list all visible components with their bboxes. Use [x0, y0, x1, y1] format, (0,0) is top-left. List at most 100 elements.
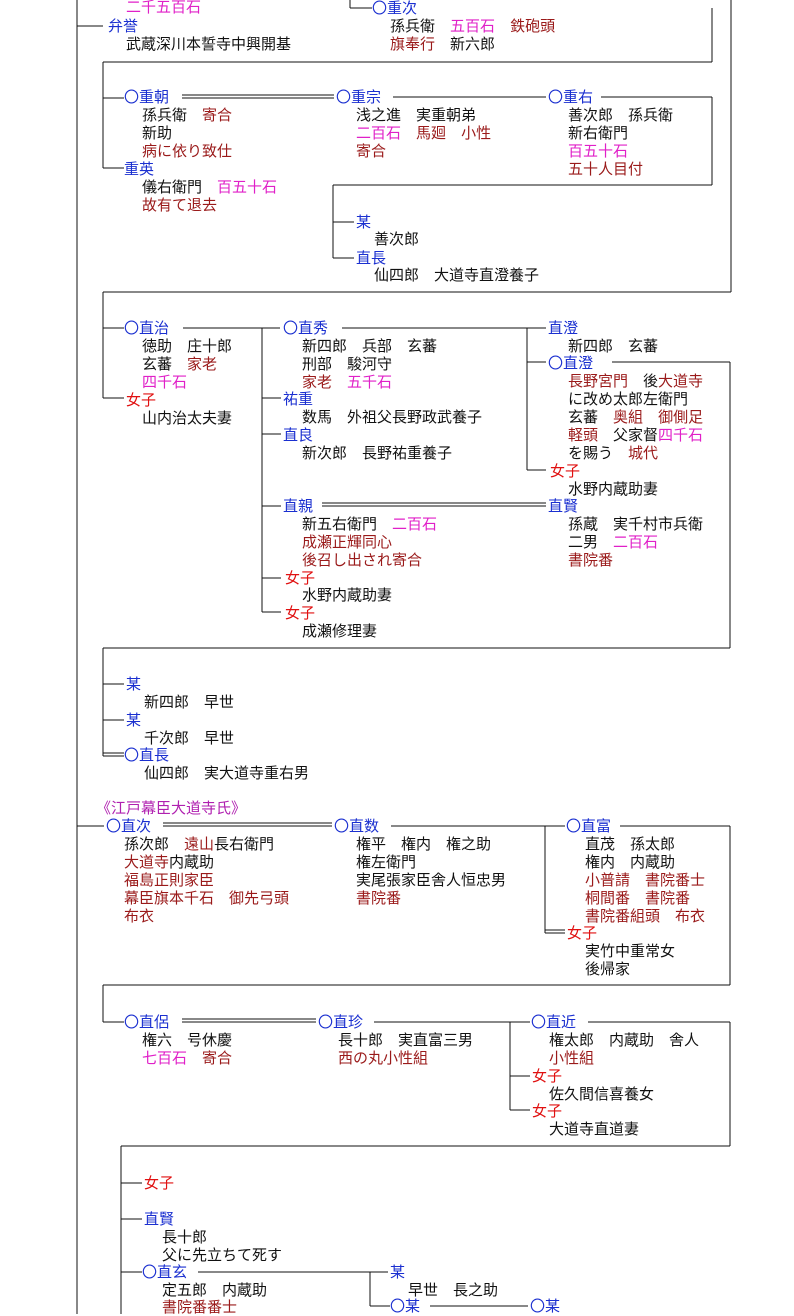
person-note: 書院番	[568, 551, 614, 569]
person-naokata[interactable]: 直賢	[548, 497, 579, 515]
person-naoyoshi[interactable]: 〇直珍	[318, 1013, 364, 1031]
person-note: 権平 権内 権之助	[356, 835, 492, 853]
person-note: 後帰家	[585, 960, 631, 978]
person-note: 権内 内蔵助	[585, 853, 676, 871]
person-joshi[interactable]: 女子	[144, 1174, 175, 1192]
person-note: 新四郎 兵部 玄蕃	[302, 337, 438, 355]
person-note: 四千石	[142, 373, 188, 391]
person-naoharu[interactable]: 〇直治	[124, 319, 170, 337]
person-joshi[interactable]: 女子	[532, 1067, 563, 1085]
person-note: 後召し出され寄合	[302, 551, 423, 569]
person-naoharu[interactable]: 〇直玄	[142, 1263, 188, 1281]
person-note: 桐間番 書院番	[585, 889, 691, 907]
person-naonaga[interactable]: 直長	[356, 249, 387, 267]
person-joshi[interactable]: 女子	[550, 462, 581, 480]
person-note: 儀右衛門 百五十石	[142, 178, 278, 196]
person-shigetomo[interactable]: 〇重朝	[124, 88, 170, 106]
person-note: 長野宮門 後大道寺	[568, 372, 704, 390]
person-joshi[interactable]: 女子	[567, 924, 598, 942]
person-naozumi-main[interactable]: 〇直澄	[548, 354, 594, 372]
person-note: 長十郎	[162, 1228, 208, 1246]
person-note: 成瀬正輝同心	[302, 533, 393, 551]
rank-label: 二千五百石	[126, 0, 202, 16]
person-joshi[interactable]: 女子	[532, 1102, 563, 1120]
person-benyo[interactable]: 弁誉	[108, 17, 139, 35]
person-note: 孫兵衛 寄合	[142, 106, 233, 124]
person-naozumi[interactable]: 直澄	[548, 319, 579, 337]
person-note: 新四郎 玄蕃	[568, 337, 659, 355]
person-note: 新次郎 長野祐重養子	[302, 444, 453, 462]
person-naochika[interactable]: 直親	[283, 497, 314, 515]
person-note: 水野内蔵助妻	[302, 586, 393, 604]
person-note: 書院番組頭 布衣	[585, 907, 706, 925]
person-shigesuke[interactable]: 〇重右	[548, 88, 594, 106]
person-note: 玄蕃 家老	[142, 355, 218, 373]
person-note: 二百石 馬廻 小性	[356, 124, 492, 142]
person-note: 武蔵深川本誓寺中興開基	[126, 35, 292, 53]
person-note: 大道寺内蔵助	[124, 853, 215, 871]
person-note: 千次郎 早世	[144, 729, 235, 747]
person-bou[interactable]: 某	[126, 675, 142, 693]
person-note: 孫次郎 遠山長右衛門	[124, 835, 275, 853]
person-shigemune[interactable]: 〇重宗	[336, 88, 382, 106]
person-note: 権六 号休慶	[142, 1031, 233, 1049]
person-joshi[interactable]: 女子	[126, 391, 157, 409]
person-note: 数馬 外祖父長野政武養子	[302, 408, 483, 426]
section-title: 《江戸幕臣大道寺氏》	[96, 799, 247, 817]
person-note: 軽頭 父家督四千石	[568, 426, 704, 444]
person-naokazu[interactable]: 〇直数	[334, 817, 380, 835]
person-bou[interactable]: 〇某	[530, 1297, 561, 1315]
person-note: 故有て退去	[142, 196, 218, 214]
person-yushige[interactable]: 祐重	[283, 390, 314, 408]
person-note: 玄蕃 奥組 御側足	[568, 408, 704, 426]
person-note: 寄合	[356, 142, 387, 160]
person-joshi[interactable]: 女子	[285, 569, 316, 587]
person-note: 百五十石	[568, 142, 629, 160]
person-note: 実竹中重常女	[585, 942, 676, 960]
person-note: 七百石 寄合	[142, 1049, 233, 1067]
person-naohide[interactable]: 〇直秀	[283, 319, 329, 337]
person-note: 家老 五千石	[302, 373, 393, 391]
person-bou[interactable]: 某	[126, 711, 142, 729]
person-naokata[interactable]: 直賢	[144, 1210, 175, 1228]
person-bou[interactable]: 某	[356, 213, 372, 231]
person-note: 仙四郎 実大道寺重右男	[144, 764, 310, 782]
person-note: 新五右衛門 二百石	[302, 515, 438, 533]
person-naosuke[interactable]: 〇直侶	[124, 1013, 170, 1031]
person-note: 書院番番士	[162, 1298, 238, 1316]
person-shigetsugu[interactable]: 〇重次	[372, 0, 418, 17]
person-note: 父に先立ちて死す	[162, 1246, 283, 1264]
person-note: 権太郎 内蔵助 舎人	[549, 1031, 700, 1049]
person-naoyoshi[interactable]: 直良	[283, 426, 314, 444]
person-bou[interactable]: 某	[390, 1263, 406, 1281]
person-note: を賜う 城代	[568, 444, 659, 462]
person-note: 山内治太夫妻	[142, 409, 233, 427]
person-note: 大道寺直道妻	[549, 1120, 640, 1138]
person-note: 実尾張家臣舎人恒忠男	[356, 871, 507, 889]
person-note: 善次郎	[374, 230, 420, 248]
person-naonaga[interactable]: 〇直長	[124, 746, 170, 764]
person-note: 新右衛門	[568, 124, 629, 142]
person-note: 新四郎 早世	[144, 693, 235, 711]
person-bou[interactable]: 〇某	[390, 1297, 421, 1315]
person-naotsugu[interactable]: 〇直次	[106, 817, 152, 835]
person-joshi[interactable]: 女子	[285, 604, 316, 622]
person-note: 定五郎 内蔵助	[162, 1281, 268, 1299]
person-naochika[interactable]: 〇直近	[531, 1013, 577, 1031]
person-note: 刑部 駿河守	[302, 355, 393, 373]
person-note: 成瀬修理妻	[302, 622, 378, 640]
person-note: 佐久間信喜養女	[549, 1085, 655, 1103]
person-note: 五十人目付	[568, 160, 644, 178]
person-note: 直茂 孫太郎	[585, 835, 676, 853]
person-note: 孫兵衛 五百石 鉄砲頭	[390, 17, 556, 35]
person-note: 書院番	[356, 889, 402, 907]
person-note: 病に依り致仕	[142, 142, 233, 160]
person-note: 早世 長之助	[408, 1281, 499, 1299]
person-naotomi[interactable]: 〇直富	[566, 817, 612, 835]
person-shigehide[interactable]: 重英	[124, 160, 155, 178]
person-note: 孫蔵 実千村市兵衛	[568, 515, 704, 533]
person-note: 長十郎 実直富三男	[338, 1031, 474, 1049]
person-note: 善次郎 孫兵衛	[568, 106, 674, 124]
